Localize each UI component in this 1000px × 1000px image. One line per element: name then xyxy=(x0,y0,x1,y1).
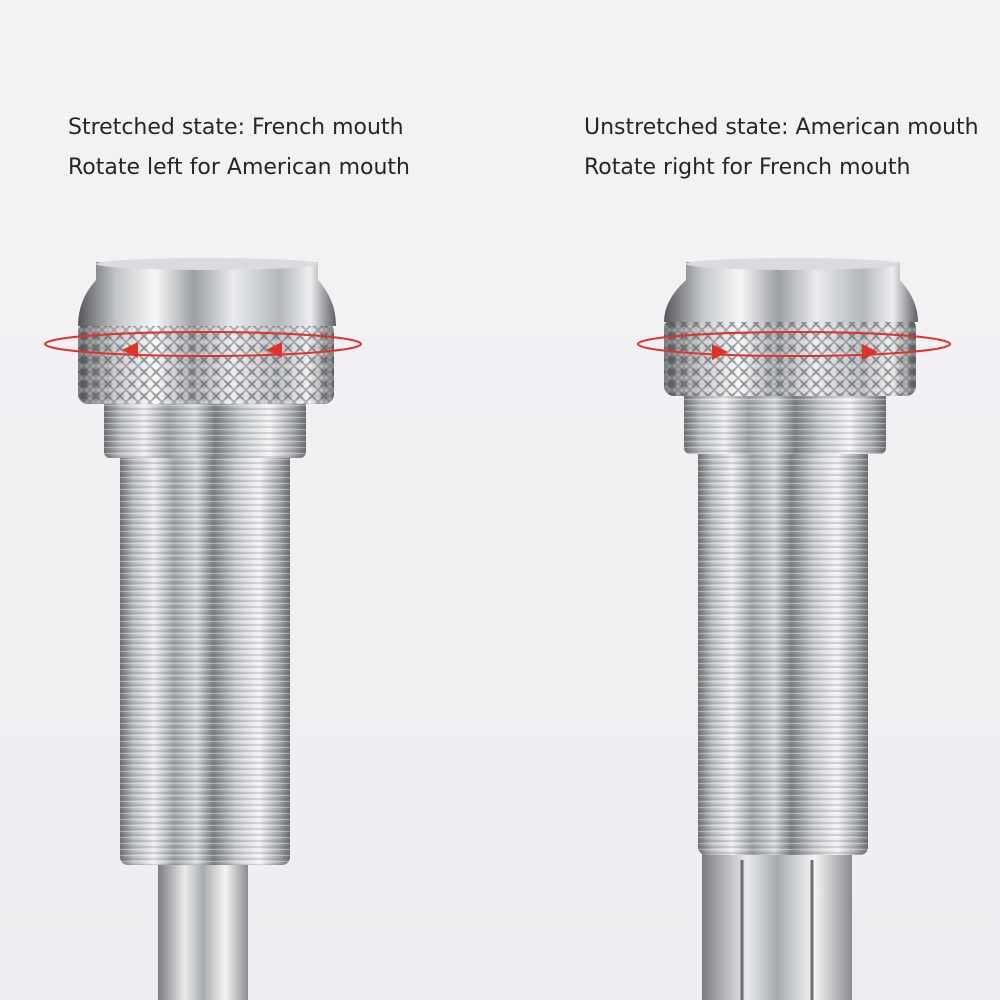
right-hex-stem xyxy=(702,840,852,1000)
right-body-threads xyxy=(698,440,868,855)
right-valve-adapter xyxy=(637,258,951,1000)
left-valve-adapter xyxy=(44,258,362,1000)
left-neck-threads xyxy=(104,400,306,458)
left-arrow-icon-1 xyxy=(122,342,138,358)
left-rotation-arrow-ring xyxy=(44,331,362,357)
caption-right: Unstretched state: American mouth Rotate… xyxy=(584,108,979,188)
caption-left-line1: Stretched state: French mouth xyxy=(68,115,404,140)
left-knurl-texture xyxy=(78,322,334,404)
right-arrow-icon-1 xyxy=(712,344,728,360)
caption-left: Stretched state: French mouth Rotate lef… xyxy=(68,108,410,188)
right-neck-threads xyxy=(684,392,886,454)
caption-right-line1: Unstretched state: American mouth xyxy=(584,115,979,140)
caption-right-line2: Rotate right for French mouth xyxy=(584,155,911,180)
right-arrow-icon-2 xyxy=(862,344,878,360)
left-cap-top xyxy=(78,262,336,326)
left-arrow-icon-2 xyxy=(266,342,282,358)
right-cap-rim xyxy=(686,258,900,270)
left-cap-rim xyxy=(96,258,318,270)
right-rotation-arrow-ring xyxy=(637,331,951,357)
left-body-threads xyxy=(120,440,290,865)
caption-left-line2: Rotate left for American mouth xyxy=(68,155,410,180)
right-cap-top xyxy=(664,262,918,322)
right-knurl-texture xyxy=(664,318,916,396)
left-rod xyxy=(158,860,248,1000)
